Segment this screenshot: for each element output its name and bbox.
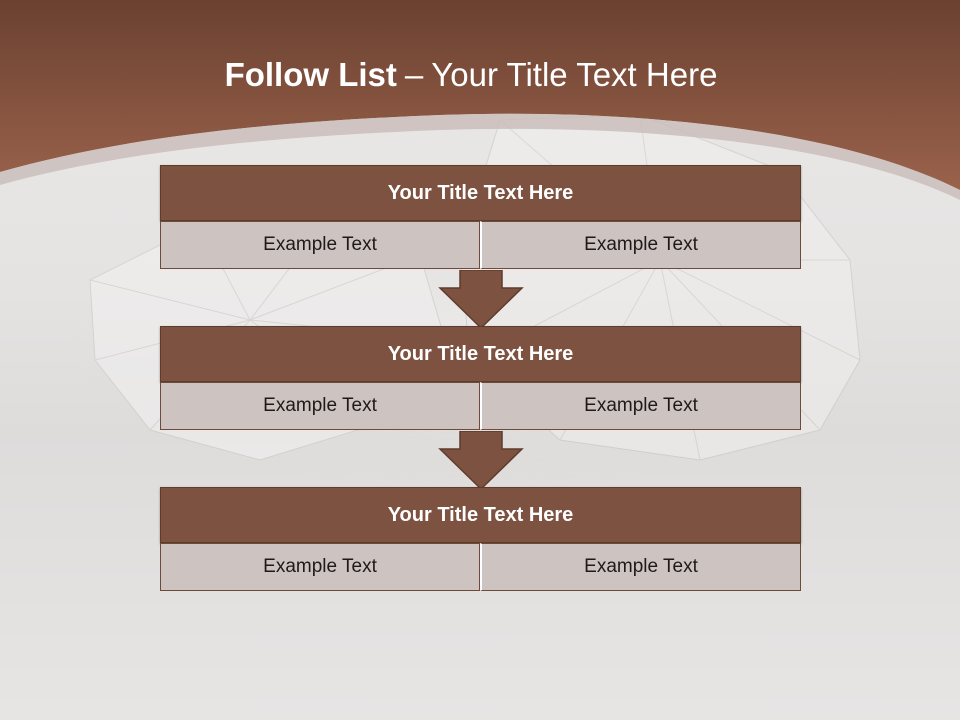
block-row: Example Text Example Text — [160, 221, 801, 269]
block-title: Your Title Text Here — [160, 487, 801, 543]
down-arrow-icon — [438, 270, 524, 330]
block-row: Example Text Example Text — [160, 543, 801, 591]
block-cell-right: Example Text — [480, 221, 801, 269]
list-block-3: Your Title Text Here Example Text Exampl… — [160, 487, 801, 591]
list-block-2: Your Title Text Here Example Text Exampl… — [160, 326, 801, 430]
title-separator: – — [404, 56, 424, 93]
block-row: Example Text Example Text — [160, 382, 801, 430]
down-arrow-icon — [438, 431, 524, 491]
title-rest: Your Title Text Here — [431, 56, 718, 93]
title-bold: Follow List — [224, 56, 397, 93]
block-cell-left: Example Text — [160, 382, 480, 430]
header-curve-highlight — [0, 113, 960, 200]
block-cell-right: Example Text — [480, 543, 801, 591]
block-title: Your Title Text Here — [160, 165, 801, 221]
header-band — [0, 0, 960, 190]
block-cell-right: Example Text — [480, 382, 801, 430]
page-title: Follow List–Your Title Text Here — [0, 52, 942, 98]
block-title: Your Title Text Here — [160, 326, 801, 382]
block-cell-left: Example Text — [160, 221, 480, 269]
block-cell-left: Example Text — [160, 543, 480, 591]
list-block-1: Your Title Text Here Example Text Exampl… — [160, 165, 801, 269]
